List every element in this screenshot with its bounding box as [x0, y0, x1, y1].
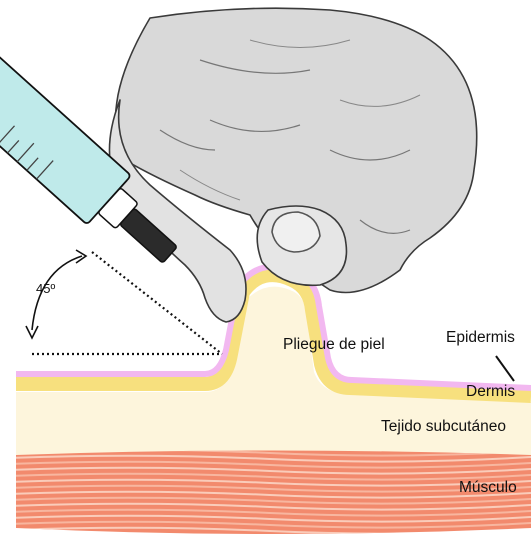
skin-fold-label: Pliegue de piel	[283, 337, 385, 353]
muscle-label: Músculo	[459, 480, 517, 496]
epidermis-leader	[496, 356, 514, 381]
dermis-label: Dermis	[466, 384, 515, 400]
angle-label: 45º	[36, 282, 55, 295]
epidermis-label: Epidermis	[446, 330, 515, 346]
subcutaneous-label: Tejido subcutáneo	[381, 419, 506, 435]
muscle-layer	[10, 450, 531, 534]
gloved-hand	[109, 8, 476, 322]
